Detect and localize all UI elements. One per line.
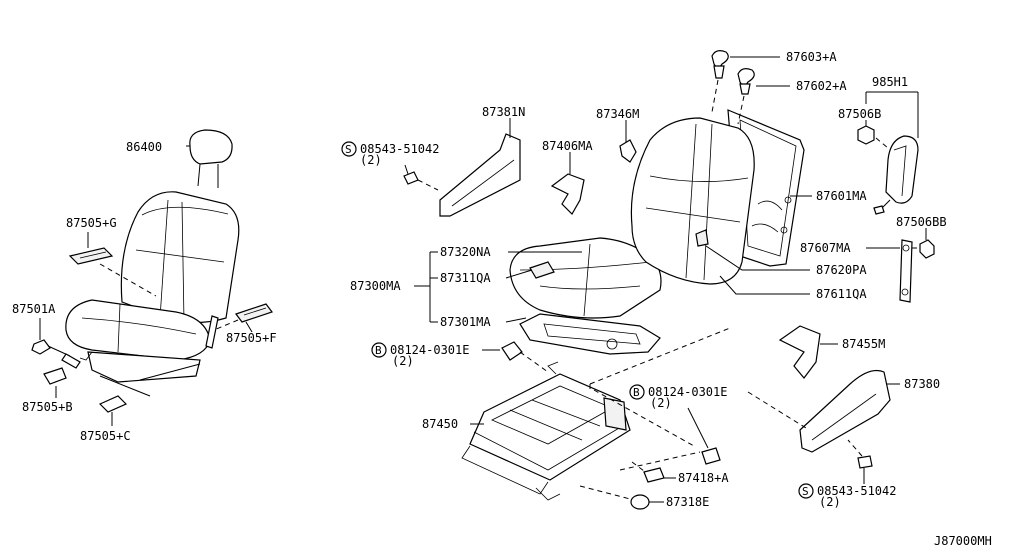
diagram-id: J87000MH <box>934 534 992 548</box>
label-08543-bottom-qty: (2) <box>819 495 841 509</box>
seat-cushion-pad <box>509 237 662 319</box>
airbag-module-985h1 <box>873 135 919 215</box>
bolt-08124-left: B <box>371 341 549 373</box>
bolt-symbol: B <box>375 344 382 357</box>
carpet-clip-87505f <box>235 303 273 323</box>
label-87301ma: 87301MA <box>440 315 491 329</box>
label-08124-left-qty: (2) <box>392 354 414 368</box>
label-08124-right: 08124-0301E <box>648 385 727 399</box>
label-87380: 87380 <box>904 377 940 391</box>
label-87611qa: 87611QA <box>816 287 867 301</box>
clip-87346m <box>619 139 637 163</box>
label-87320na: 87320NA <box>440 245 491 259</box>
label-87381n: 87381N <box>482 105 525 119</box>
label-87505f: 87505+F <box>226 331 277 345</box>
screw-08543-bottom: S <box>798 439 873 499</box>
nut-87506bb <box>919 239 935 259</box>
label-985h1: 985H1 <box>872 75 908 89</box>
screw-symbol-2: S <box>802 485 809 498</box>
finisher-87381n <box>439 133 521 217</box>
cushion-frame-87301ma <box>519 313 661 355</box>
label-87311qa: 87311QA <box>440 271 491 285</box>
cover-87505c <box>98 395 128 413</box>
label-87450: 87450 <box>422 417 458 431</box>
label-87602a: 87602+A <box>796 79 847 93</box>
label-87601ma: 87601MA <box>816 189 867 203</box>
finisher-87380 <box>799 369 891 453</box>
nut-87506b <box>857 125 875 145</box>
headrest-holder-87602a <box>737 68 755 95</box>
cap-87418a <box>643 467 665 483</box>
strap-87607ma <box>899 239 913 303</box>
label-87418a: 87418+A <box>678 471 729 485</box>
cap-87318e <box>630 494 650 510</box>
bolt-87501a <box>31 339 81 369</box>
assembled-seat-illustration <box>65 129 240 397</box>
label-87505g: 87505+G <box>66 216 117 230</box>
bolt-08124-right: B <box>629 384 721 465</box>
label-08543-top-qty: (2) <box>360 153 382 167</box>
cover-87505b <box>43 367 67 385</box>
headrest-holder-87603a <box>711 50 729 79</box>
label-87501a: 87501A <box>12 302 56 316</box>
label-87300ma: 87300MA <box>350 279 401 293</box>
carpet-clip-87505g <box>68 247 114 265</box>
label-87506b: 87506B <box>838 107 881 121</box>
label-08124-left: 08124-0301E <box>390 343 469 357</box>
label-08124-right-qty: (2) <box>650 396 672 410</box>
label-08543-top: 08543-51042 <box>360 142 439 156</box>
bolt-symbol-2: B <box>633 386 640 399</box>
seatback-pad-87611qa <box>630 117 755 285</box>
seat-frame-87450 <box>461 361 631 501</box>
clip-87406ma <box>550 173 585 215</box>
label-87406ma: 87406MA <box>542 139 593 153</box>
label-87318e: 87318E <box>666 495 709 509</box>
screw-symbol: S <box>345 143 352 156</box>
label-87506bb: 87506BB <box>896 215 947 229</box>
label-87346m: 87346M <box>596 107 639 121</box>
label-86400: 86400 <box>126 140 162 154</box>
label-87603a: 87603+A <box>786 50 837 64</box>
label-08543-bottom: 08543-51042 <box>817 484 896 498</box>
label-87505b: 87505+B <box>22 400 73 414</box>
screw-08543-top: S <box>341 141 439 191</box>
label-87607ma: 87607MA <box>800 241 851 255</box>
label-87620pa: 87620PA <box>816 263 867 277</box>
label-87455m: 87455M <box>842 337 885 351</box>
label-87505c: 87505+C <box>80 429 131 443</box>
clip-87455m <box>778 325 821 379</box>
